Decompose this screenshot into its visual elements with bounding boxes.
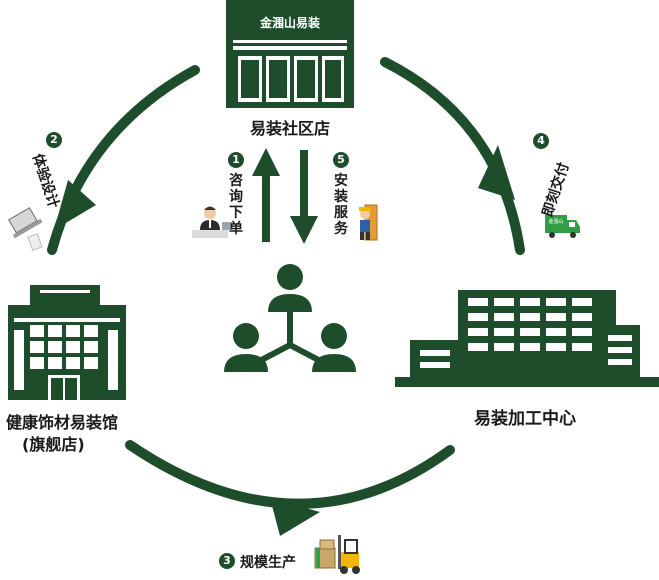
step-3-label: 规模生产: [240, 555, 296, 571]
step-3-number: 3: [223, 554, 231, 567]
people-network-icon: [224, 264, 356, 372]
arc-flagship-to-factory: [125, 440, 455, 536]
step-1-number: 1: [232, 153, 240, 166]
step-badge-1: [228, 152, 244, 168]
delivery-truck-icon: [545, 215, 580, 238]
step-badge-2: [46, 132, 62, 148]
step-1-label: 咨询下单: [229, 173, 243, 237]
installer-worker-icon: [359, 204, 378, 241]
flagship-label-line2: (旗舰店): [22, 435, 85, 454]
flagship-label-line1: 健康饰材易装馆: [6, 413, 119, 432]
step-badge-4: [533, 133, 549, 149]
step-badge-5: [333, 152, 349, 168]
store-building-icon: [226, 0, 354, 108]
step-5-label: 安装服务: [334, 173, 348, 237]
arrow-down-service: [290, 150, 318, 244]
clerk-at-desk-icon: [192, 206, 232, 238]
store-sign: 金涠山易装: [259, 16, 320, 30]
truck-logo-text: 金涠山: [548, 219, 564, 225]
step-badge-3: [219, 553, 235, 569]
flagship-building-icon: [8, 285, 126, 400]
store-label: 易装社区店: [249, 119, 330, 138]
arrow-up-order: [252, 148, 280, 242]
factory-building-icon: [395, 290, 659, 387]
arc-store-to-flagship: [47, 65, 200, 255]
flagship-label: 健康饰材易装馆 (旗舰店): [6, 412, 118, 456]
forklift-icon: [314, 535, 360, 574]
step-5-number: 5: [337, 153, 345, 166]
arc-factory-to-store: [380, 57, 525, 255]
step-4-number: 4: [537, 134, 545, 147]
factory-label: 易装加工中心: [474, 409, 576, 429]
step-2-number: 2: [50, 133, 58, 146]
laptop-icon: [8, 207, 43, 251]
